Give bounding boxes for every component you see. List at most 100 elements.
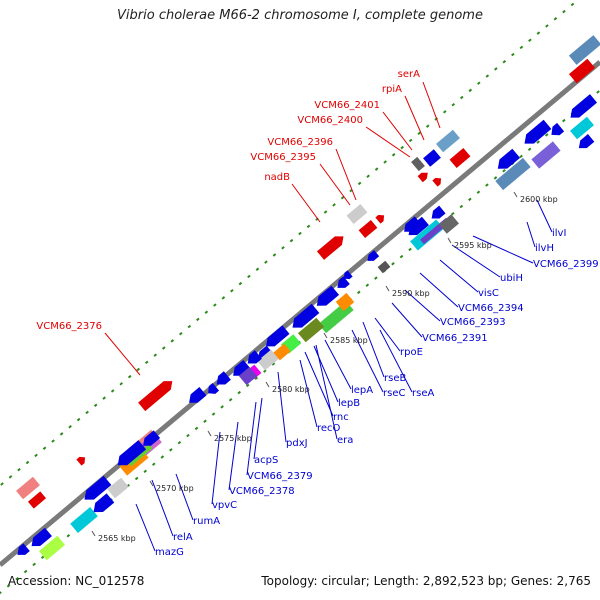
label-reverse: acpS — [254, 455, 278, 466]
gene-box — [273, 343, 291, 361]
gc-dot-outer — [272, 253, 277, 257]
tick-mark — [447, 237, 452, 244]
gene-feature — [346, 204, 368, 224]
gc-dot-inner — [391, 262, 395, 266]
gene-feature — [316, 285, 340, 306]
gene-feature — [367, 250, 380, 261]
gene-feature — [439, 214, 459, 234]
gene-arrow-reverse — [189, 387, 207, 403]
gene-arrow-reverse — [117, 440, 147, 466]
gene-feature — [107, 477, 129, 499]
label-forward: VCM66_2400 — [297, 115, 363, 126]
gc-dot-inner — [408, 247, 412, 252]
gene-feature — [27, 491, 47, 509]
gc-dot-inner — [519, 154, 523, 159]
gene-arrow-reverse — [570, 94, 598, 118]
gc-dot-inner — [536, 140, 540, 144]
gene-box — [568, 58, 596, 84]
gc-dot-outer — [255, 267, 260, 272]
gene-arrow-forward — [417, 172, 428, 183]
gene-feature — [570, 94, 598, 118]
label-reverse: rseC — [383, 388, 405, 399]
gc-dot-inner — [544, 133, 549, 137]
gc-dot-inner — [493, 176, 498, 180]
label-reverse: era — [337, 435, 353, 446]
gene-arrow-reverse — [551, 122, 565, 136]
gene-feature — [568, 58, 596, 84]
tick-mark — [149, 480, 154, 487]
gene-box — [449, 148, 471, 168]
gene-feature — [411, 156, 425, 172]
map-title: Vibrio cholerae M66-2 chromosome I, comp… — [117, 8, 483, 23]
label-reverse-leader — [374, 317, 401, 352]
label-forward-leader — [104, 332, 141, 376]
gc-dot-outer — [562, 9, 566, 14]
gc-dot-outer — [570, 2, 575, 7]
tick-label: 2575 kbp — [214, 434, 252, 443]
gc-dot-inner — [186, 433, 190, 438]
label-reverse-leader — [526, 221, 536, 248]
gc-dot-inner — [527, 147, 532, 151]
gc-dot-outer — [144, 360, 149, 365]
tick-label: 2570 kbp — [156, 484, 194, 493]
gc-dot-outer — [85, 410, 89, 415]
gene-feature — [17, 543, 30, 555]
gc-dot-outer — [110, 389, 115, 393]
gc-dot-inner — [211, 412, 216, 416]
gene-feature — [84, 475, 112, 500]
label-reverse-leader — [351, 329, 384, 393]
gc-dot-inner — [32, 562, 36, 567]
gc-dot-outer — [477, 81, 481, 85]
label-reverse-leader — [135, 503, 156, 552]
gc-dot-inner — [169, 448, 173, 452]
gene-feature — [432, 177, 442, 187]
label-forward-leader — [319, 163, 351, 206]
gc-dot-inner — [160, 455, 165, 459]
label-forward: nadB — [264, 172, 290, 183]
tick-label: 2595 kbp — [454, 241, 492, 250]
label-reverse: vpvC — [212, 500, 237, 511]
label-reverse-leader — [246, 401, 257, 476]
gc-dot-inner — [134, 476, 139, 481]
label-forward: rpiA — [382, 84, 402, 95]
gc-dot-inner — [143, 469, 148, 474]
gene-feature — [570, 116, 594, 140]
gene-arrow-forward — [138, 381, 173, 412]
gene-arrow-reverse — [431, 205, 446, 219]
gene-box — [346, 204, 368, 224]
gc-dot-inner — [468, 197, 472, 202]
gc-dot-outer — [187, 324, 192, 329]
gene-box — [436, 129, 460, 153]
gene-box — [38, 535, 66, 561]
gene-feature — [449, 148, 471, 168]
gc-dot-outer — [0, 482, 4, 486]
gene-feature — [375, 214, 385, 224]
label-reverse: ilvH — [535, 243, 554, 254]
gc-dot-outer — [136, 367, 141, 372]
label-reverse: rumA — [193, 516, 220, 527]
gene-arrow-forward — [316, 236, 344, 260]
tick-label: 2565 kbp — [98, 534, 136, 543]
gc-dot-outer — [306, 224, 311, 229]
label-reverse-leader — [391, 302, 423, 338]
gc-dot-outer — [374, 167, 379, 171]
gc-dot-inner — [23, 569, 28, 574]
gc-dot-inner — [151, 462, 156, 466]
label-reverse: rseA — [412, 388, 434, 399]
gene-feature — [335, 292, 355, 312]
label-reverse: VCM66_2378 — [229, 486, 295, 497]
gene-feature — [266, 325, 290, 347]
gene-feature — [189, 387, 207, 403]
gene-arrow-reverse — [93, 493, 115, 513]
gene-feature — [358, 220, 378, 238]
gene-box — [16, 476, 40, 500]
gc-dot-inner — [365, 283, 370, 287]
gc-dot-outer — [170, 339, 175, 343]
gc-dot-outer — [179, 331, 183, 336]
label-reverse-leader — [324, 339, 352, 390]
gc-dot-inner — [476, 190, 481, 194]
gene-feature — [257, 349, 279, 371]
gene-box — [531, 141, 561, 169]
label-reverse-leader — [253, 397, 263, 460]
